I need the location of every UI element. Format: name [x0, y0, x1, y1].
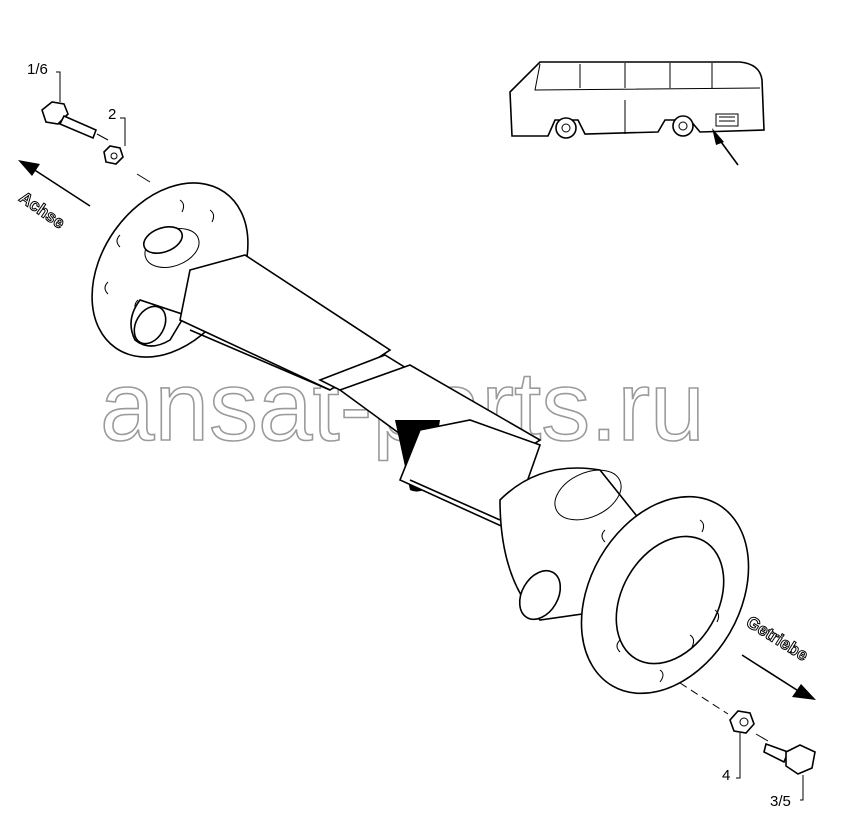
bus-location-icon [509, 61, 765, 166]
label-getriebe: Getriebe [743, 612, 812, 665]
label-achse: Achse [16, 188, 69, 233]
label-part-3-5: 3/5 [770, 793, 791, 810]
flange-gearbox-side [499, 467, 750, 695]
nut-4 [679, 682, 755, 779]
nut-2 [103, 117, 151, 183]
arrow-to-axle-icon [18, 160, 91, 207]
arrow-to-gearbox-icon [741, 654, 816, 700]
bolt-1-6 [41, 71, 109, 141]
bolt-3-5 [755, 733, 816, 801]
label-part-1-6: 1/6 [27, 61, 48, 78]
label-part-4: 4 [722, 767, 730, 784]
label-part-2: 2 [108, 106, 116, 123]
